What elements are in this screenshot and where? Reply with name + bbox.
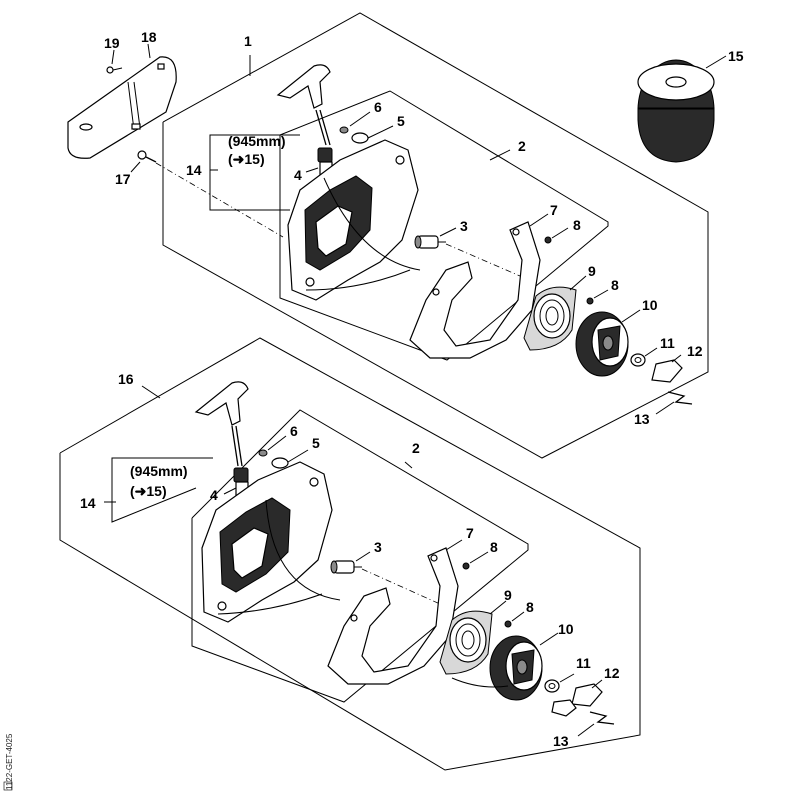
rope-handle-part (194, 381, 249, 497)
callout-4: 4 (210, 487, 218, 503)
callout-5: 5 (397, 113, 405, 129)
callout-18: 18 (141, 29, 157, 45)
pawl-12-part (651, 359, 683, 383)
callout-2: 2 (412, 440, 420, 456)
spring-3-part (414, 235, 446, 249)
rewind-spring-part (523, 286, 577, 351)
upper-inner-frame (279, 90, 609, 361)
callout-8b: 8 (526, 599, 534, 615)
spring-clip-13-part (667, 391, 693, 405)
callout-13: 13 (634, 411, 650, 427)
rope-reference-note: (➜15) (228, 151, 265, 167)
screw-8a-part (462, 562, 470, 570)
rope-reference-note: (➜15) (130, 483, 167, 499)
fan-housing-part (287, 139, 419, 301)
upper-outer-frame (162, 12, 709, 459)
callout-10: 10 (642, 297, 658, 313)
lower-outer-frame (59, 337, 641, 771)
callout-5: 5 (312, 435, 320, 451)
pawl-12-part (571, 683, 603, 707)
washer-11-part (544, 679, 560, 693)
fan-housing-part (201, 461, 333, 623)
spring-3-part (330, 560, 362, 574)
washer-6-part (258, 449, 268, 457)
rope-length-note: (945mm) (130, 463, 188, 479)
cover-plate-part (67, 56, 177, 159)
guide-plate-part (327, 547, 459, 685)
callout-1: 1 (244, 33, 252, 49)
callout-4: 4 (294, 167, 302, 183)
screw-8a-part (544, 236, 552, 244)
callout-14: 14 (80, 495, 96, 511)
document-id: 1122-GET-4025 (5, 733, 14, 790)
callout-8a: 8 (490, 539, 498, 555)
screw-17-part (137, 150, 157, 163)
callout-6: 6 (290, 423, 298, 439)
washer-11-part (630, 353, 646, 367)
washer-5-part (351, 132, 369, 144)
callout-15: 15 (728, 48, 744, 64)
washer-6-part (339, 126, 349, 134)
callout-17: 17 (115, 171, 131, 187)
callout-10: 10 (558, 621, 574, 637)
callout-7: 7 (550, 202, 558, 218)
pawl-12b-part (551, 699, 577, 717)
callout-13: 13 (553, 733, 569, 749)
screw-19-part (106, 66, 123, 74)
callout-12: 12 (604, 665, 620, 681)
washer-5-part (271, 457, 289, 469)
rope-handle-part (276, 64, 333, 177)
rewind-spring-part (439, 610, 493, 675)
callout-9: 9 (504, 587, 512, 603)
callout-12: 12 (687, 343, 703, 359)
callout-6: 6 (374, 99, 382, 115)
callout-16: 16 (118, 371, 134, 387)
rope-rotor-part (575, 311, 629, 377)
callout-14: 14 (186, 162, 202, 178)
lower-inner-frame (191, 409, 529, 703)
callout-8a: 8 (573, 217, 581, 233)
screw-8b-part (504, 620, 512, 628)
callout-3: 3 (460, 218, 468, 234)
screw-8b-part (586, 297, 594, 305)
upper-assembly: 1 2 3 4 5 6 7 8 8 9 10 11 12 13 14 15 17… (67, 12, 744, 459)
callout-11: 11 (660, 335, 675, 351)
lower-assembly: 16 2 3 4 5 6 7 8 8 9 10 11 12 13 14 (945… (59, 337, 641, 771)
callout-19: 19 (104, 35, 120, 51)
callout-2: 2 (518, 138, 526, 154)
callout-8b: 8 (611, 277, 619, 293)
rope-spool-part (637, 59, 715, 163)
callout-3: 3 (374, 539, 382, 555)
spring-clip-13-part (589, 711, 615, 725)
callout-11: 11 (576, 655, 591, 671)
rope-length-note: (945mm) (228, 133, 286, 149)
doc-marker-icon (3, 781, 13, 791)
rope-rotor-part (489, 635, 543, 701)
callout-7: 7 (466, 525, 474, 541)
guide-plate-part (409, 221, 541, 359)
callout-9: 9 (588, 263, 596, 279)
